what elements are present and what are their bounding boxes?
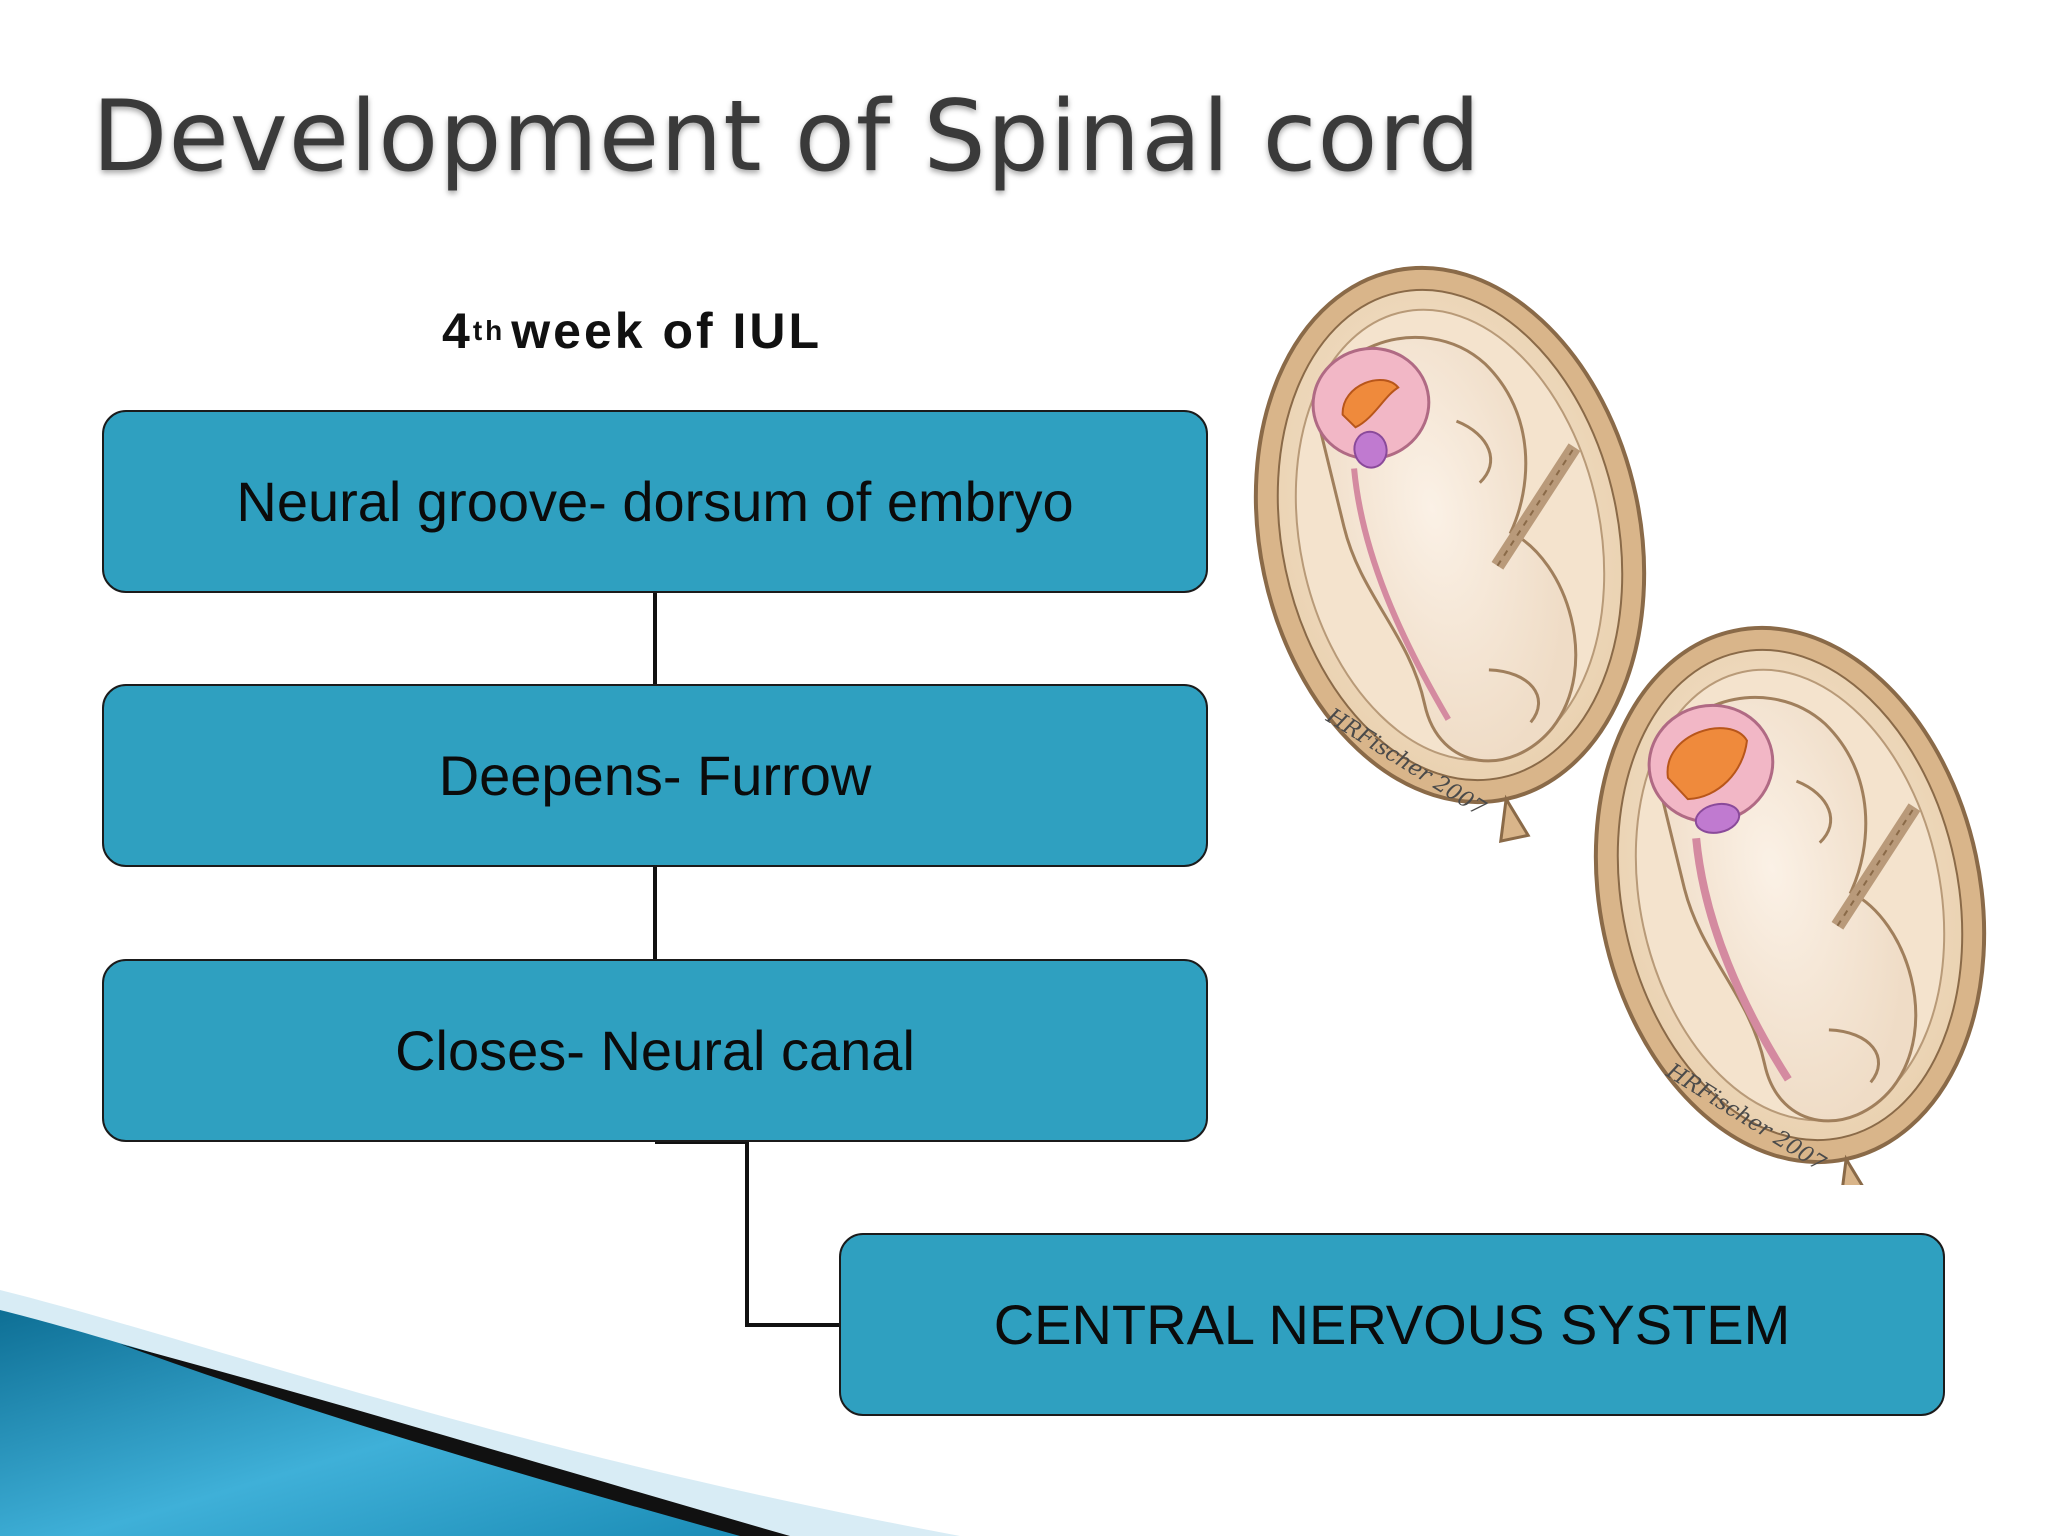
flow-step-deepens: Deepens- Furrow [102, 684, 1208, 867]
slide-title: Development of Spinal cord [92, 80, 1482, 194]
decorative-swoosh [0, 1290, 960, 1536]
embryo-upper [1253, 265, 1647, 844]
subtitle-number: 4 [442, 303, 473, 359]
flow-step-cns: CENTRAL NERVOUS SYSTEM [839, 1233, 1945, 1416]
flow-step-label: Deepens- Furrow [438, 744, 872, 807]
subtitle-superscript: th [472, 315, 506, 346]
flow-step-label: CENTRAL NERVOUS SYSTEM [993, 1293, 1791, 1356]
connector-3-4 [655, 1140, 839, 1327]
subtitle-text: week of IUL [511, 303, 823, 359]
embryo-illustration: HRFischer 2007 HRFischer 2007 [1253, 265, 1987, 1185]
flow-step-label: Neural groove- dorsum of embryo [236, 470, 1074, 533]
flow-step-neural-groove: Neural groove- dorsum of embryo [102, 410, 1208, 593]
flow-step-label: Closes- Neural canal [395, 1019, 915, 1082]
embryo-lower [1593, 625, 1987, 1185]
flow-step-closes: Closes- Neural canal [102, 959, 1208, 1142]
